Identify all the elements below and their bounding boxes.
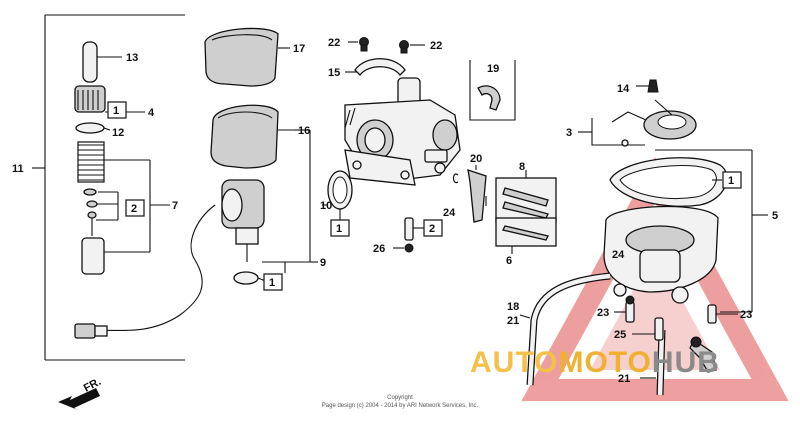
- part-throttle-valve: [81, 237, 105, 275]
- svg-text:14: 14: [617, 83, 630, 95]
- copyright-title: Copyright: [387, 395, 413, 401]
- leader-lines: [284, 196, 487, 273]
- part-22-bolts: [348, 37, 425, 54]
- part-23-screws: [614, 295, 738, 324]
- svg-text:3: 3: [566, 127, 572, 139]
- float-chamber-body: [603, 205, 719, 304]
- svg-text:21: 21: [507, 315, 519, 327]
- svg-text:11: 11: [12, 163, 24, 175]
- bracket-9: [262, 129, 318, 263]
- part-19-pipe: [469, 60, 516, 121]
- svg-text:5: 5: [772, 210, 778, 222]
- watermark-logo-triangle: [521, 157, 789, 401]
- carburetor-body: [344, 77, 461, 186]
- part-13-jet-needle: [82, 41, 122, 83]
- part-15-clamp: [345, 58, 406, 76]
- watermark-brand: AUTOMOTOHUB: [470, 346, 720, 379]
- svg-text:1: 1: [728, 175, 734, 187]
- part-choke-oring: [233, 271, 259, 285]
- svg-text:10: 10: [320, 200, 332, 212]
- boxed-ref-1-a: 1: [107, 101, 127, 119]
- copyright-notice: Copyright Page design (c) 2004 - 2014 by…: [290, 394, 510, 410]
- svg-text:13: 13: [126, 52, 138, 64]
- part-25-screw: [632, 317, 664, 341]
- part-20-tube: [467, 165, 487, 223]
- bracket-7: [104, 159, 170, 253]
- svg-text:21: 21: [618, 373, 630, 385]
- svg-text:23: 23: [740, 309, 752, 321]
- svg-text:15: 15: [328, 67, 340, 79]
- part-26-screw: [393, 217, 424, 253]
- svg-text:9: 9: [320, 257, 326, 269]
- svg-text:12: 12: [112, 127, 124, 139]
- svg-text:16: 16: [298, 125, 310, 137]
- front-arrow-icon: [58, 388, 100, 410]
- svg-text:25: 25: [614, 329, 626, 341]
- svg-text:1: 1: [336, 223, 342, 235]
- svg-text:23: 23: [597, 307, 609, 319]
- boxed-ref-1-d: 1: [722, 171, 742, 189]
- svg-text:2: 2: [131, 203, 137, 215]
- svg-text:18: 18: [507, 301, 519, 313]
- part-6-jet-set: [495, 217, 557, 254]
- front-marker-label: FR.: [82, 376, 103, 395]
- svg-text:8: 8: [519, 161, 525, 173]
- svg-text:20: 20: [470, 153, 482, 165]
- bracket-11: [32, 14, 185, 361]
- part-7-spring: [77, 141, 105, 183]
- float-chamber-gasket: [609, 157, 728, 207]
- part-17-cover: [204, 27, 290, 87]
- svg-text:24: 24: [612, 249, 625, 261]
- part-clips: [83, 188, 119, 236]
- part-14-screw: [636, 79, 659, 93]
- svg-text:1: 1: [113, 105, 119, 117]
- svg-text:17: 17: [293, 43, 305, 55]
- part-8-jet-set: [495, 170, 557, 223]
- part-number-labels: 13 4 12 11 7 17 16 9 10 22 22 15 19 20 2…: [12, 37, 778, 385]
- svg-text:24: 24: [443, 207, 456, 219]
- boxed-ref-1-c: 1: [330, 219, 350, 237]
- part-4-cap: [74, 85, 145, 113]
- part-10-gasket: [322, 170, 353, 222]
- svg-text:2: 2: [429, 223, 435, 235]
- svg-text:22: 22: [328, 37, 340, 49]
- copyright-line: Page design (c) 2004 - 2014 by ARI Netwo…: [321, 403, 479, 409]
- svg-text:7: 7: [172, 200, 178, 212]
- throttle-cable: [94, 204, 216, 332]
- svg-text:19: 19: [487, 63, 499, 75]
- part-auto-choke: [221, 179, 265, 262]
- svg-text:4: 4: [148, 107, 155, 119]
- part-12-washer: [75, 122, 105, 134]
- svg-text:22: 22: [430, 40, 442, 52]
- svg-text:1: 1: [269, 277, 275, 289]
- boxed-ref-2-a: 2: [125, 199, 145, 217]
- svg-text:6: 6: [506, 255, 512, 267]
- part-3-spacer: [578, 99, 697, 147]
- svg-text:26: 26: [373, 243, 385, 255]
- part-16-cover: [210, 104, 295, 169]
- part-24-clip: [452, 173, 459, 184]
- part-drain-screw: [689, 336, 717, 373]
- cable-end-connector: [74, 323, 108, 339]
- boxed-ref-2-b: 2: [423, 219, 443, 237]
- boxed-ref-1-b: 1: [263, 273, 283, 291]
- bracket-5: [655, 149, 768, 313]
